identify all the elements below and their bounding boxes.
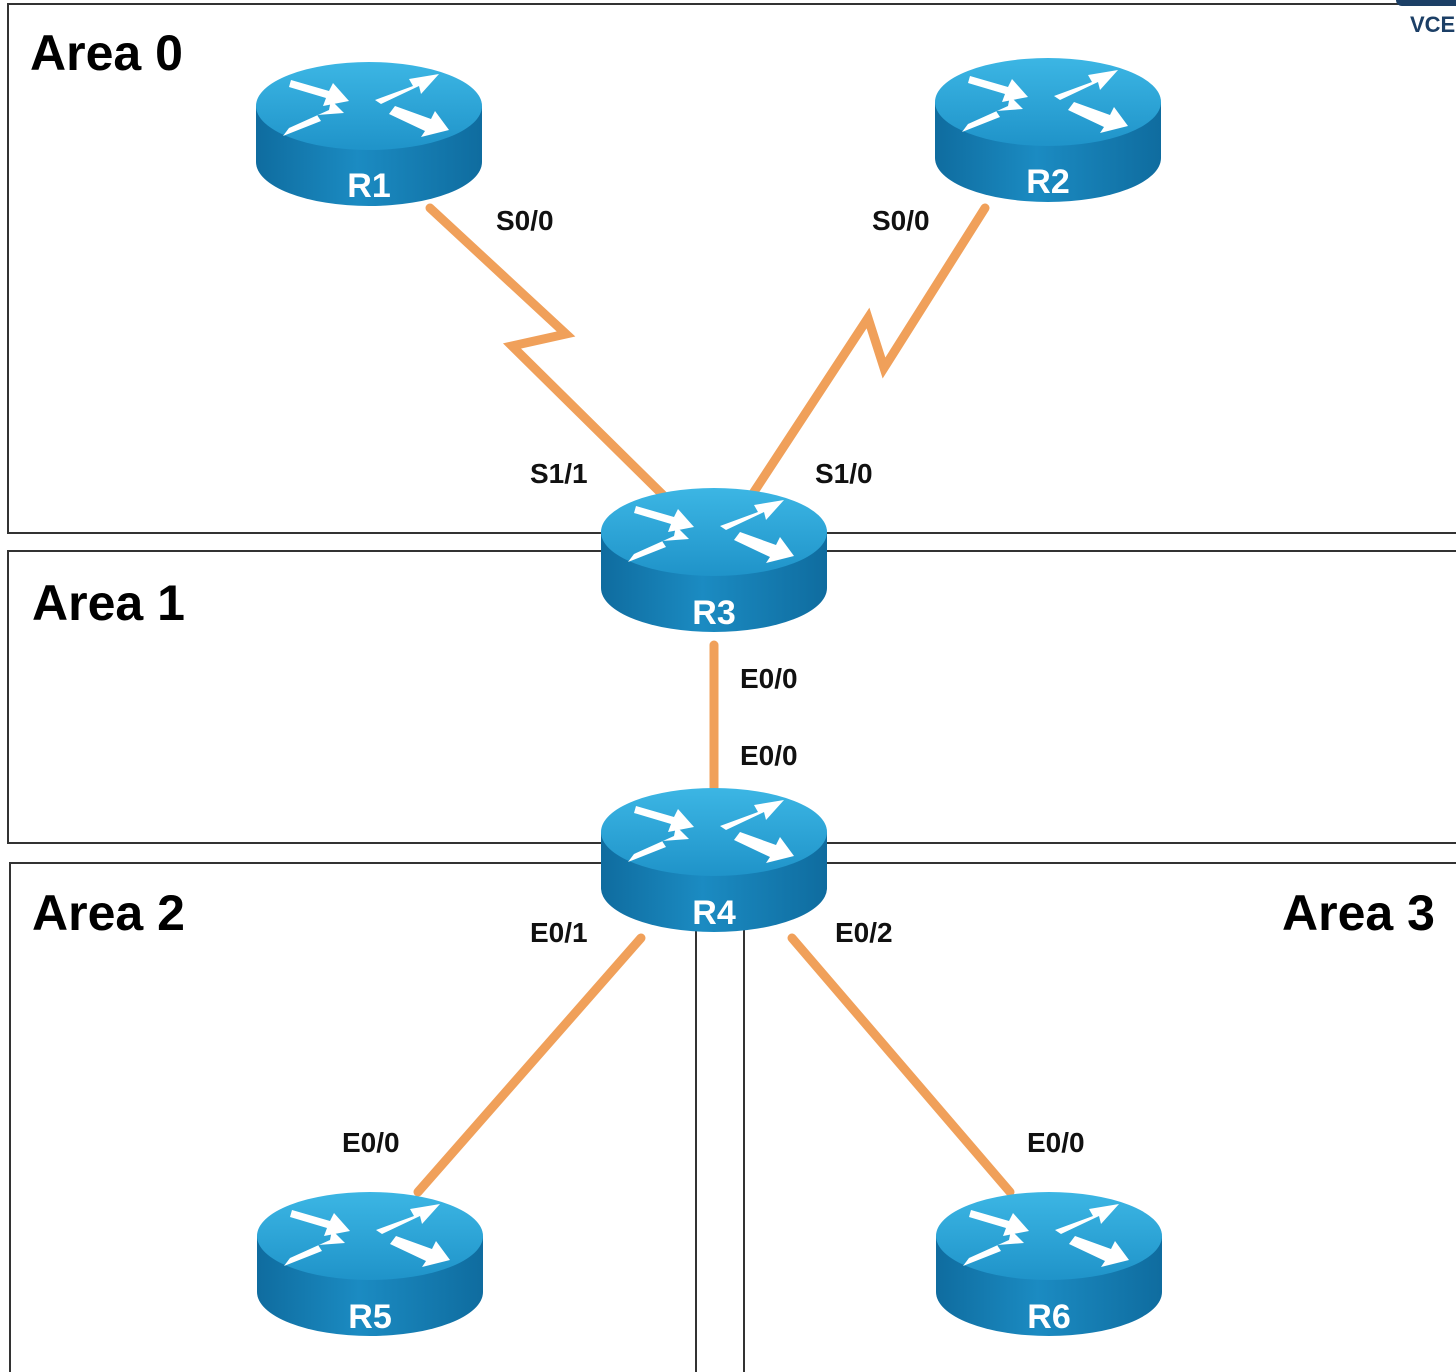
router-r3-label: R3 xyxy=(692,594,735,632)
router-r4-label: R4 xyxy=(692,894,736,932)
interface-label-r4-e02: E0/2 xyxy=(835,917,893,948)
interface-label-r4-e01: E0/1 xyxy=(530,917,588,948)
router-r4[interactable]: R4 xyxy=(601,788,827,932)
link-r1-r3-serial xyxy=(425,203,673,505)
watermark: VCE xyxy=(1396,0,1456,37)
link-r2-r3-serial xyxy=(745,203,990,503)
interface-label-r3-s10: S1/0 xyxy=(815,458,873,489)
interface-label-r4-e00: E0/0 xyxy=(740,740,798,771)
area-3-label: Area 3 xyxy=(1282,885,1435,941)
area-1-label: Area 1 xyxy=(32,575,185,631)
router-r5[interactable]: R5 xyxy=(257,1192,483,1336)
router-r6-label: R6 xyxy=(1027,1298,1070,1336)
link-r4-r5-ethernet xyxy=(413,933,646,1197)
interface-label-r2-s00: S0/0 xyxy=(872,205,930,236)
router-r2[interactable]: R2 xyxy=(935,58,1161,202)
area-2-box xyxy=(9,862,697,1372)
area-0-label: Area 0 xyxy=(30,25,183,81)
area-3-box xyxy=(743,862,1456,1372)
router-r1-label: R1 xyxy=(347,167,390,205)
interface-label-r5-e00: E0/0 xyxy=(342,1127,400,1158)
interface-label-r3-s11: S1/1 xyxy=(530,458,588,489)
link-r4-r6-ethernet xyxy=(787,933,1015,1197)
router-r2-label: R2 xyxy=(1026,163,1069,201)
area-2-label: Area 2 xyxy=(32,885,185,941)
router-r6[interactable]: R6 xyxy=(936,1192,1162,1336)
router-r3[interactable]: R3 xyxy=(601,488,827,632)
area-0-box xyxy=(7,3,1456,534)
interface-label-r6-e00: E0/0 xyxy=(1027,1127,1085,1158)
watermark-text: VCE xyxy=(1410,12,1455,37)
interface-label-r3-e00: E0/0 xyxy=(740,663,798,694)
router-r5-label: R5 xyxy=(348,1298,391,1336)
interface-label-r1-s00: S0/0 xyxy=(496,205,554,236)
router-r1[interactable]: R1 xyxy=(256,62,482,206)
